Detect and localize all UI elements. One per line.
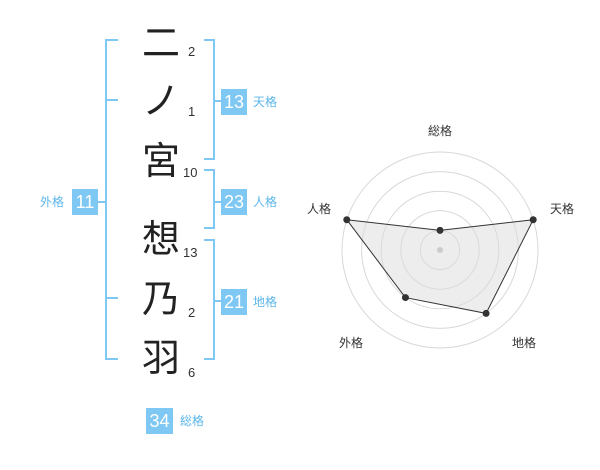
radar-point-2 [529,216,537,224]
gaikaku-bracket [105,39,118,360]
radar-axis-label-3: 地格 [511,336,536,350]
radar-point-1 [436,226,444,234]
gaikaku-value-badge: 11 [72,189,98,215]
jinkaku-label: 人格 [253,195,278,209]
radar-point-5 [343,216,351,224]
stroke-count-2: 1 [188,104,196,119]
stroke-count-5: 2 [188,305,196,320]
chikaku-value-badge: 21 [221,289,247,315]
soukaku-label: 総格 [180,414,205,428]
chikaku-label: 地格 [253,295,278,309]
name-char-3: 宮 [141,139,180,183]
name-char-6: 羽 [141,336,180,380]
name-char-5: 乃 [141,277,180,321]
soukaku-value-badge: 34 [146,408,173,434]
chikaku-bracket [204,239,215,360]
name-char-1: 二 [141,21,180,65]
stroke-count-6: 6 [188,365,196,380]
radar-axis-label-4: 外格 [338,336,363,350]
name-char-2: ノ [141,79,180,123]
jinkaku-value-badge: 23 [221,189,247,215]
radar-point-4 [401,294,409,302]
radar-axis-label-5: 人格 [306,202,331,216]
radar-axis-label-1: 総格 [427,124,452,138]
tenkaku-bracket [204,39,215,160]
tenkaku-label: 天格 [253,95,278,109]
tenkaku-value-badge: 13 [221,89,247,115]
name-char-4: 想 [141,217,180,261]
gaikaku-label: 外格 [40,195,65,209]
stroke-count-1: 2 [188,44,196,59]
radar-ring-5 [341,151,539,349]
radar-axis-label-2: 天格 [549,202,574,216]
radar-series-shape [345,219,535,314]
radar-point-3 [482,309,490,317]
jinkaku-bracket [204,169,215,229]
stroke-count-3: 10 [183,165,198,180]
stroke-count-4: 13 [183,245,198,260]
